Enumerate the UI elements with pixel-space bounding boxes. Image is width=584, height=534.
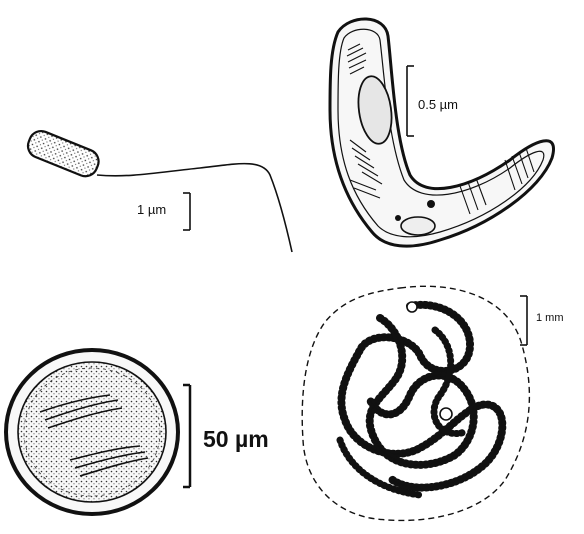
round-cell: [4, 348, 180, 516]
scale-bar-50um: [183, 383, 192, 489]
rod-cell-body: [26, 129, 100, 178]
heterocyst-middle: [439, 407, 453, 421]
round-cell-inner-wall: [17, 361, 167, 503]
curved-cell-outer-wall: [328, 17, 555, 248]
thylakoid-stacks: [346, 43, 535, 215]
heterocyst-top: [406, 301, 418, 313]
scale-bar-1mm: [520, 295, 528, 346]
carboxysome-oval: [357, 75, 393, 145]
granule-oval: [400, 216, 436, 236]
rod-bacterium: [26, 129, 293, 253]
bead-filaments: [336, 300, 507, 499]
round-cell-thylakoids: [39, 394, 149, 477]
flagellum: [96, 162, 293, 253]
filament-colony: [301, 285, 531, 522]
scale-label-1mm: 1 mm: [536, 312, 564, 324]
scale-label-1um: 1 µm: [137, 202, 167, 217]
scale-bar-0.5um: [406, 65, 414, 137]
scale-label-0.5um: 0.5 µm: [418, 97, 459, 112]
scale-label-50um: 50 µm: [203, 426, 269, 452]
colony-envelope: [301, 285, 531, 522]
dark-granule-2: [395, 215, 401, 221]
scale-bar-1um: [183, 192, 191, 231]
curved-cell: [328, 17, 555, 248]
dark-granule-1: [427, 200, 435, 208]
